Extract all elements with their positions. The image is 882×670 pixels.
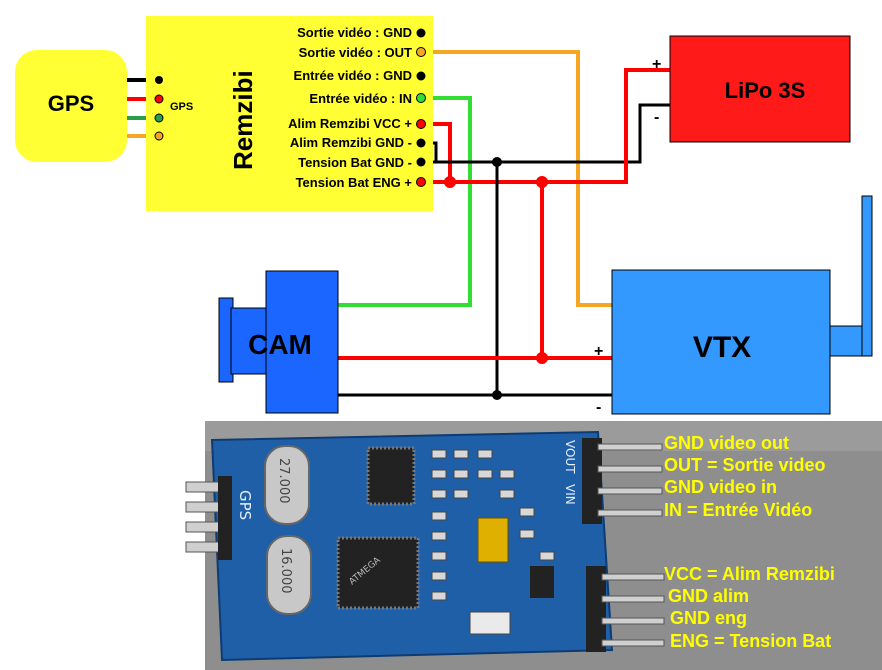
gps-label: GPS [48, 91, 94, 116]
crystal-bottom: 16.000 [266, 535, 312, 615]
gps-module: GPS [15, 50, 158, 162]
vtx-label: VTX [693, 331, 751, 364]
remzibi-module: Remzibi GPS Sortie vidéo : GND Sortie vi… [146, 16, 433, 211]
annotation: GND alim [668, 586, 749, 606]
wires [338, 50, 670, 397]
junction-dot [536, 176, 548, 188]
video-header [582, 438, 663, 524]
lipo-battery: LiPo 3S + - [652, 35, 851, 143]
annotation: GND video out [664, 433, 789, 453]
annotation: GND eng [670, 608, 747, 628]
pin-label: Entrée vidéo : GND [294, 68, 412, 83]
reset-button [469, 611, 511, 635]
wire-video-in [338, 96, 472, 307]
remzibi-title: Remzibi [228, 70, 258, 170]
regulator [530, 566, 554, 598]
crystal-top: 27.000 [264, 445, 310, 525]
remzibi-pin-list: Sortie vidéo : GND Sortie vidéo : OUT En… [288, 25, 412, 190]
lipo-plus: + [652, 56, 661, 73]
mcu-chip: ATMEGA [336, 536, 420, 610]
junction-dot [492, 157, 502, 167]
vtx-plus: + [594, 343, 603, 360]
pcb-gps-silkscreen: GPS [236, 490, 254, 520]
power-header [586, 566, 665, 652]
vtx-minus: - [596, 399, 601, 416]
pin-annotations: GND video out OUT = Sortie video GND vid… [664, 433, 835, 651]
board-photo: GPS 27.000 16.000 ATMEGA [0, 421, 882, 670]
pin-label: Sortie vidéo : GND [297, 25, 412, 40]
annotation: IN = Entrée Vidéo [664, 500, 812, 520]
gps-header [185, 476, 232, 560]
pcb-vout-silkscreen: VOUT [563, 440, 577, 474]
annotation: OUT = Sortie video [664, 455, 826, 475]
remzibi-gps-label: GPS [170, 101, 193, 113]
pin-label: Alim Remzibi GND - [290, 135, 412, 150]
pin-label: Entrée vidéo : IN [309, 91, 412, 106]
smd-components [431, 449, 555, 601]
pin-label: Alim Remzibi VCC + [288, 116, 412, 131]
cam-label: CAM [248, 329, 312, 360]
lipo-minus: - [654, 109, 659, 126]
wire-bat-gnd [421, 103, 670, 164]
pin-label: Tension Bat ENG + [296, 175, 413, 190]
wire-bat-eng [421, 68, 670, 184]
remzibi-pin-dots [416, 28, 426, 187]
junction-dot [536, 352, 548, 364]
crystal-bottom-label: 16.000 [278, 548, 293, 594]
junction-dot [444, 176, 456, 188]
wire-video-out [421, 50, 615, 307]
pin-label: Sortie vidéo : OUT [299, 45, 412, 60]
pin-label: Tension Bat GND - [298, 155, 412, 170]
lipo-label: LiPo 3S [725, 78, 806, 103]
annotation: ENG = Tension Bat [670, 631, 831, 651]
video-transmitter: VTX + - [594, 195, 873, 416]
junctions [444, 157, 548, 400]
crystal-top-label: 27.000 [276, 458, 291, 504]
tantalum-capacitor [477, 517, 509, 563]
pcb-vin-silkscreen: VIN [563, 484, 577, 505]
annotation: VCC = Alim Remzibi [664, 564, 835, 584]
camera: CAM [218, 270, 339, 414]
osd-chip [366, 446, 416, 506]
junction-dot [492, 390, 502, 400]
annotation: GND video in [664, 477, 777, 497]
